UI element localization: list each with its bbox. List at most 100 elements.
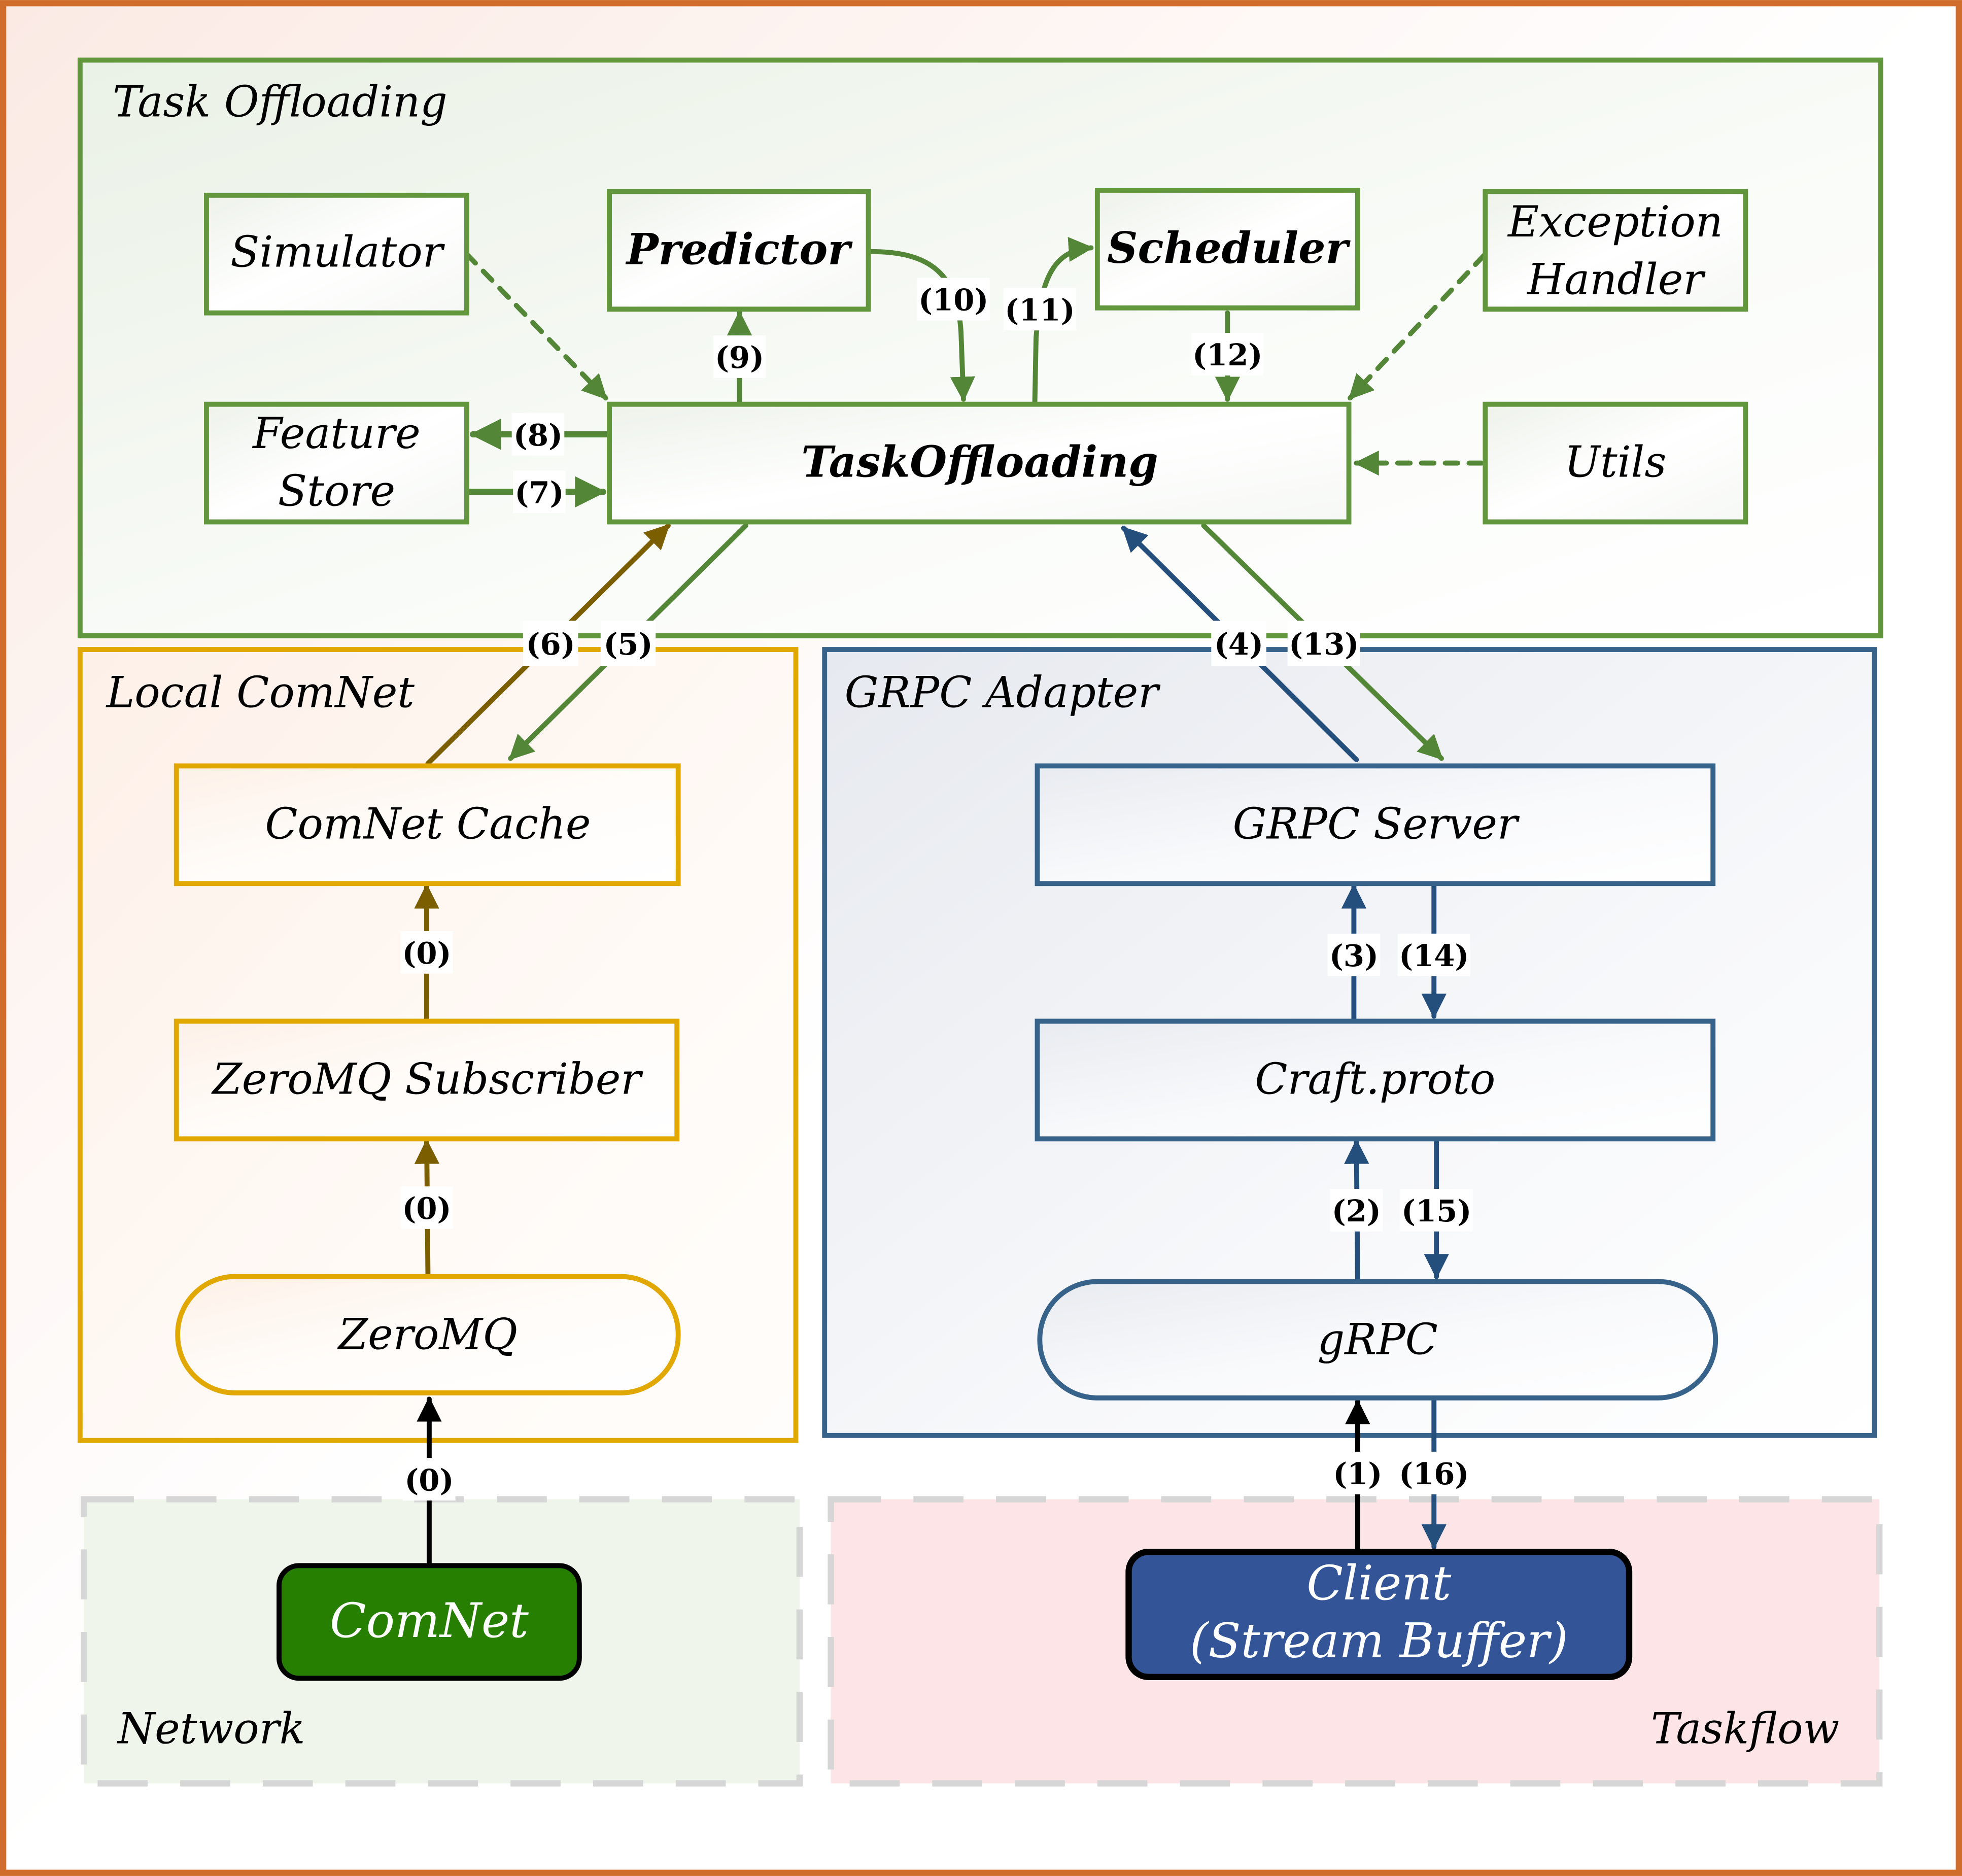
step-number: (16) xyxy=(1399,1456,1469,1491)
step-label-11: (11) xyxy=(1003,288,1076,331)
step-label-12: (12) xyxy=(1191,333,1264,376)
step-label-background xyxy=(400,1186,453,1229)
step-label-9: (9) xyxy=(713,335,766,378)
step-number: (12) xyxy=(1192,337,1262,372)
step-label-background xyxy=(1287,621,1360,666)
step-number: (4) xyxy=(1214,626,1263,662)
step-label-background xyxy=(1211,621,1266,666)
step-label-16: (16) xyxy=(1397,1451,1470,1494)
node-utils[interactable]: Utils xyxy=(1483,401,1748,525)
node-predictor[interactable]: Predictor xyxy=(607,189,871,312)
task-offloading-title: Task Offloading xyxy=(113,77,448,126)
network-title: Network xyxy=(117,1703,305,1753)
step-label-background xyxy=(1003,288,1076,331)
exception-handler-label-line1: Exception xyxy=(1507,197,1723,247)
step-label-background xyxy=(513,470,566,514)
feature-store-label-line2: Store xyxy=(278,466,395,516)
step-number: (7) xyxy=(514,474,564,510)
step-label-6: (6) xyxy=(523,621,578,666)
task-offloading-region: Task Offloading xyxy=(77,57,1883,638)
node-task-offloading[interactable]: TaskOffloading xyxy=(607,401,1352,525)
node-scheduler[interactable]: Scheduler xyxy=(1094,188,1360,311)
step-label-13: (13) xyxy=(1287,621,1360,666)
step-labels: (9) (10) (11) (12) (8) (7) (6) (5) (4) (… xyxy=(400,278,1473,1501)
step-label-background xyxy=(1331,1451,1384,1494)
step-label-5: (5) xyxy=(600,621,656,666)
utils-label: Utils xyxy=(1564,437,1666,487)
comnet-cache-label: ComNet Cache xyxy=(265,799,591,848)
step-number: (1) xyxy=(1333,1456,1382,1491)
step-number: (8) xyxy=(513,417,563,453)
step-label-3: (3) xyxy=(1327,933,1381,976)
exception-handler-label-line2: Handler xyxy=(1526,255,1706,304)
step-number: (2) xyxy=(1332,1193,1381,1229)
feature-store-label-line1: Feature xyxy=(252,408,421,458)
step-label-background xyxy=(1327,933,1381,976)
step-number: (13) xyxy=(1289,626,1359,662)
simulator-label: Simulator xyxy=(230,227,445,277)
step-number: (6) xyxy=(526,626,575,662)
craft-proto-label: Craft.proto xyxy=(1255,1054,1495,1104)
step-label-background xyxy=(511,413,565,456)
step-number: (0) xyxy=(402,1190,451,1226)
step-label-10: (10) xyxy=(917,278,990,321)
step-number: (10) xyxy=(918,282,988,318)
step-label-14: (14) xyxy=(1397,933,1470,976)
scheduler-label: Scheduler xyxy=(1107,223,1351,273)
node-simulator[interactable]: Simulator xyxy=(203,192,469,316)
node-zeromq[interactable]: ZeroMQ xyxy=(175,1274,681,1395)
step-number: (5) xyxy=(603,626,652,662)
zeromq-subscriber-label: ZeroMQ Subscriber xyxy=(211,1054,643,1104)
node-grpc[interactable]: gRPC xyxy=(1037,1279,1718,1401)
predictor-label: Predictor xyxy=(626,224,853,274)
step-label-0a: (0) xyxy=(400,931,453,974)
step-label-background xyxy=(403,1458,456,1501)
node-comnet[interactable]: ComNet xyxy=(277,1563,582,1681)
step-label-background xyxy=(1400,1188,1473,1232)
step-number: (15) xyxy=(1401,1193,1471,1229)
grpc-label: gRPC xyxy=(1318,1315,1438,1365)
zeromq-label: ZeroMQ xyxy=(337,1310,518,1359)
step-label-15: (15) xyxy=(1400,1188,1473,1232)
step-label-background xyxy=(1397,933,1470,976)
step-label-background xyxy=(1330,1188,1383,1232)
step-label-8: (8) xyxy=(511,413,565,456)
step-number: (3) xyxy=(1329,938,1379,973)
grpc-server-label: GRPC Server xyxy=(1233,799,1520,848)
node-feature-store[interactable]: Feature Store xyxy=(203,401,469,525)
taskflow-title: Taskflow xyxy=(1651,1703,1839,1753)
step-label-1: (1) xyxy=(1331,1451,1384,1494)
local-comnet-title: Local ComNet xyxy=(106,667,415,717)
node-client[interactable]: Client (Stream Buffer) xyxy=(1125,1549,1633,1680)
comnet-label: ComNet xyxy=(330,1593,529,1649)
step-label-background xyxy=(1191,333,1264,376)
arrow-simulator-to-taskoffloading xyxy=(464,251,608,401)
client-label-line1: Client xyxy=(1306,1556,1451,1611)
client-label-line2: (Stream Buffer) xyxy=(1190,1613,1568,1668)
step-label-background xyxy=(1397,1451,1470,1494)
step-label-0b: (0) xyxy=(400,1186,453,1229)
step-label-0c: (0) xyxy=(403,1458,456,1501)
step-label-7: (7) xyxy=(513,470,566,514)
grpc-adapter-title: GRPC Adapter xyxy=(845,667,1161,717)
step-number: (9) xyxy=(715,339,764,375)
step-number: (0) xyxy=(402,935,451,971)
node-exception-handler[interactable]: Exception Handler xyxy=(1483,189,1748,312)
step-label-background xyxy=(400,931,453,974)
step-number: (14) xyxy=(1399,938,1469,973)
step-number: (0) xyxy=(404,1462,454,1497)
node-grpc-server[interactable]: GRPC Server xyxy=(1035,763,1716,886)
arrow-exception-to-taskoffloading xyxy=(1348,253,1487,401)
node-craft-proto[interactable]: Craft.proto xyxy=(1035,1018,1716,1142)
step-label-background xyxy=(713,335,766,378)
step-number: (11) xyxy=(1005,292,1075,327)
step-label-background xyxy=(523,621,578,666)
step-label-2: (2) xyxy=(1330,1188,1383,1232)
step-label-4: (4) xyxy=(1211,621,1266,666)
node-comnet-cache[interactable]: ComNet Cache xyxy=(174,763,681,886)
step-label-background xyxy=(600,621,656,666)
task-offloading-label: TaskOffloading xyxy=(801,437,1158,487)
step-label-background xyxy=(917,278,990,321)
node-zeromq-subscriber[interactable]: ZeroMQ Subscriber xyxy=(174,1018,680,1142)
